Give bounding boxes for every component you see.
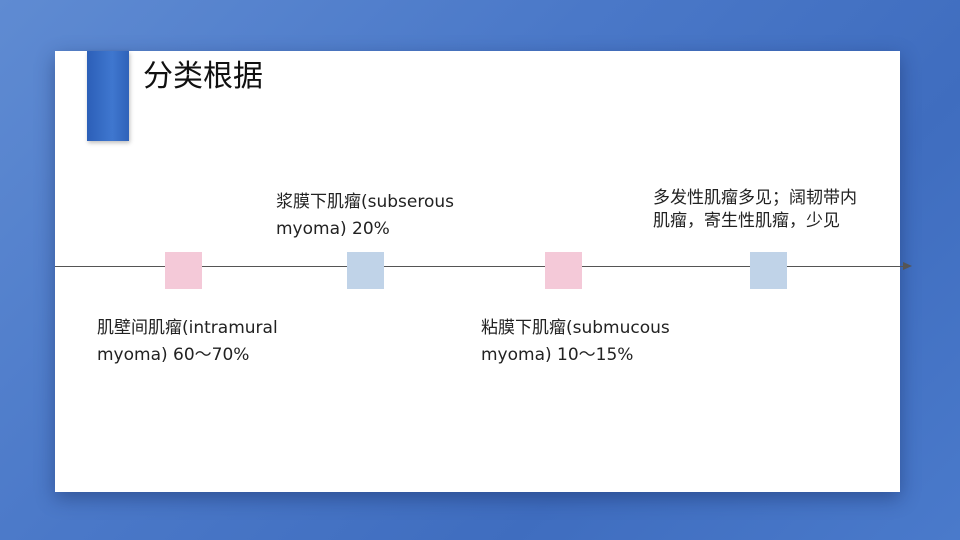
timeline-marker-subserous <box>347 252 384 289</box>
event-label-line: 肌瘤，寄生性肌瘤，少见 <box>653 211 840 231</box>
event-label-line: 粘膜下肌瘤(submucous <box>481 318 670 338</box>
event-label-line: 浆膜下肌瘤(subserous <box>276 192 455 212</box>
event-label-line: 肌壁间肌瘤(intramural <box>97 318 278 338</box>
timeline-marker-intramural <box>165 252 202 289</box>
event-label-line: myoma) 20% <box>276 219 390 239</box>
event-label-other: 多发性肌瘤多见；阔韧带内 肌瘤，寄生性肌瘤，少见 <box>653 187 857 233</box>
event-label-intramural: 肌壁间肌瘤(intramural myoma) 60～70% <box>97 315 278 369</box>
timeline-arrow-icon <box>903 262 912 270</box>
event-label-line: myoma) 60～70% <box>97 345 250 365</box>
timeline-marker-other <box>750 252 787 289</box>
slide-title: 分类根据 <box>143 59 263 94</box>
event-label-line: myoma) 10～15% <box>481 345 634 365</box>
timeline-marker-submucous <box>545 252 582 289</box>
event-label-subserous: 浆膜下肌瘤(subserous myoma) 20% <box>276 189 454 243</box>
event-label-submucous: 粘膜下肌瘤(submucous myoma) 10～15% <box>481 315 670 369</box>
slide: 分类根据 肌壁间肌瘤(intramural myoma) 60～70% 浆膜下肌… <box>55 51 912 492</box>
title-accent-bar <box>87 51 129 141</box>
timeline-axis <box>55 266 903 267</box>
event-label-line: 多发性肌瘤多见；阔韧带内 <box>653 188 857 208</box>
